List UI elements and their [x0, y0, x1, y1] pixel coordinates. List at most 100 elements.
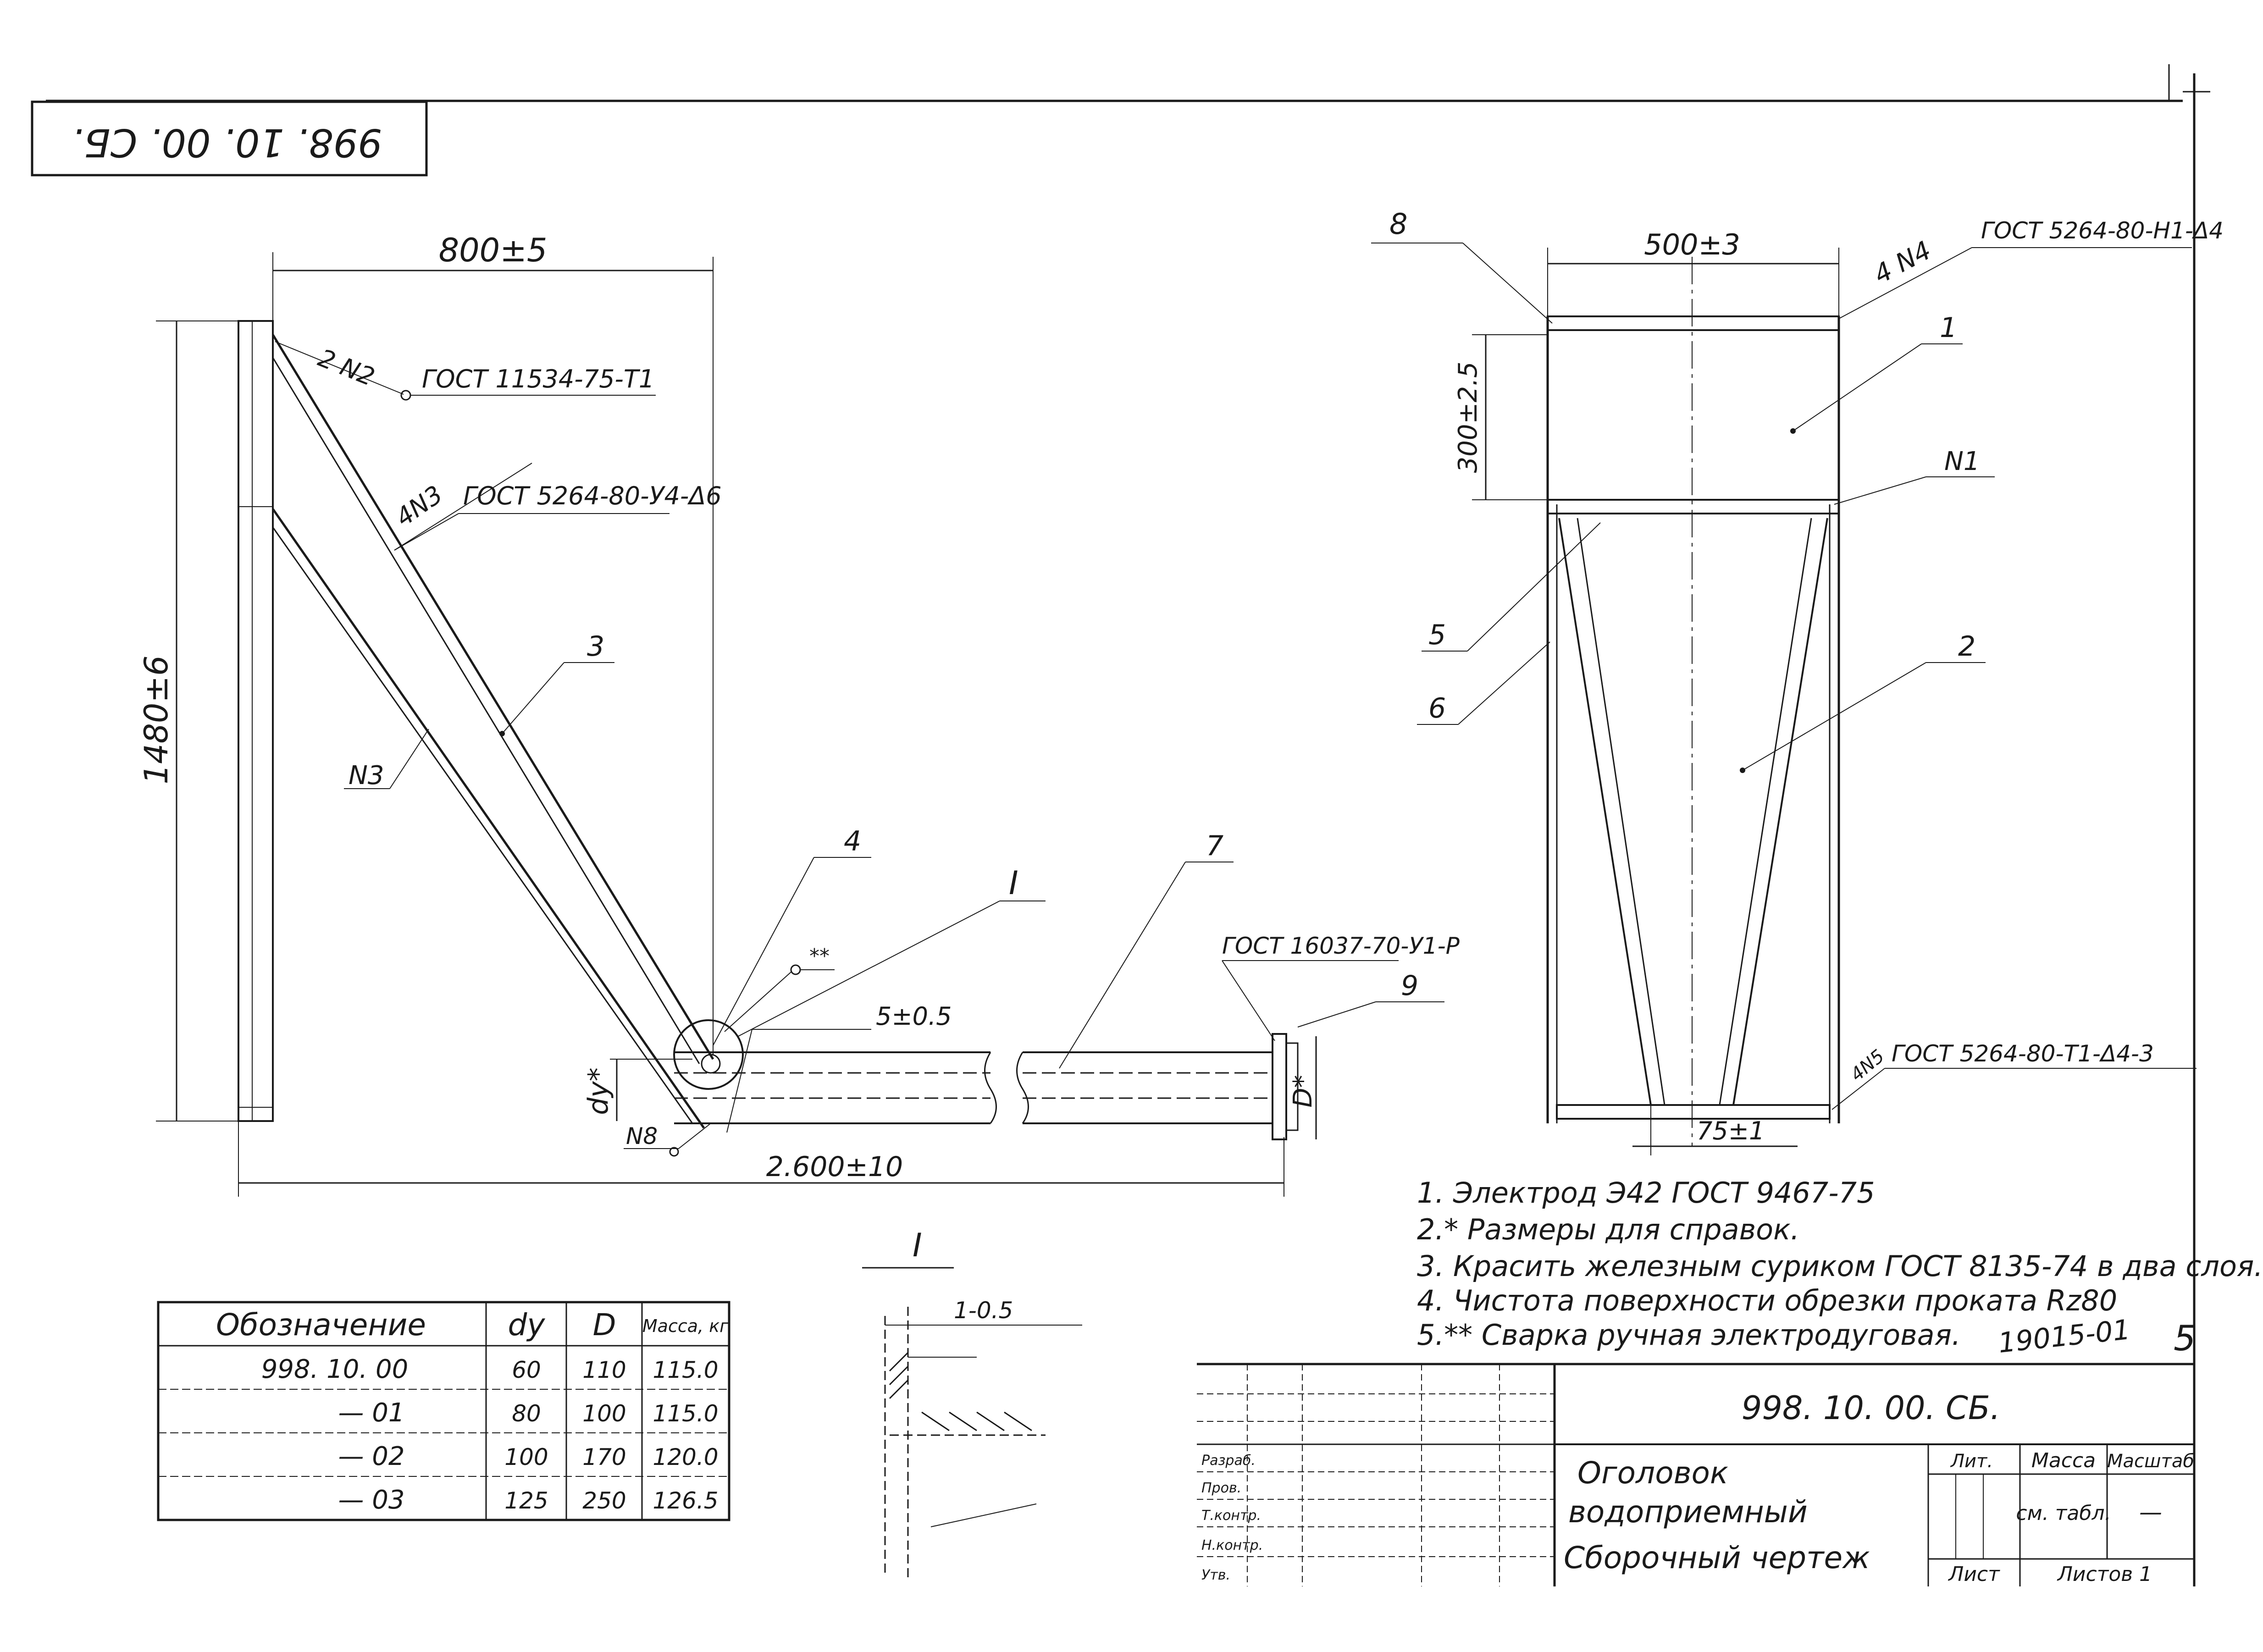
dim-dy-label: dy* — [582, 1067, 614, 1115]
title-line-1: Оголовок — [1577, 1455, 1728, 1491]
vertical-post — [238, 320, 274, 1122]
mass-header: Масса — [2031, 1449, 2096, 1472]
pos2-label: 2 — [1958, 630, 1975, 663]
callout-pos1: 1 — [1790, 312, 1963, 434]
dim-gap: 5±0.5 — [726, 1002, 952, 1133]
gost-n3-label: ГОСТ 5264-80-У4-Δ6 — [463, 481, 722, 510]
pos4-label: 4 — [844, 825, 861, 857]
callout-n2: 2 N2 ГОСТ 11534-75-Т1 — [275, 341, 656, 401]
title-block-code: 998. 10. 00. СБ. — [1742, 1389, 2000, 1427]
callout-pos9: 9 — [1297, 970, 1444, 1028]
note-2: 2.* Размеры для справок. — [1417, 1213, 1800, 1246]
dim-gap-label: 5±0.5 — [876, 1002, 952, 1031]
dim-800: 800±5 — [272, 232, 714, 1055]
table-header-designation: Обозначение — [216, 1307, 426, 1343]
table-cell: — 03 — [338, 1485, 404, 1515]
table-cell: 170 — [582, 1444, 626, 1470]
table-cell: 100 — [504, 1444, 548, 1470]
sheet-label: Лист — [1948, 1563, 2000, 1586]
node-I-circle — [673, 1019, 744, 1090]
pos8-label: 8 — [1389, 207, 1407, 241]
table-cell: 115.0 — [653, 1400, 718, 1427]
callout-4n3: 4N3 ГОСТ 5264-80-У4-Δ6 — [390, 463, 722, 551]
table-header-mass: Масса, кг — [642, 1316, 729, 1336]
dim-800-label: 800±5 — [439, 232, 548, 269]
callout-node-I: I — [738, 864, 1046, 1037]
callout-weld-star: ** — [724, 945, 835, 1032]
callout-pos8: 8 — [1371, 207, 1553, 324]
detail-I: I 1-0.5 — [862, 1227, 1082, 1577]
pos6-label: 6 — [1428, 692, 1446, 724]
sig-role: Пров. — [1201, 1480, 1241, 1496]
dim-300: 300±2.5 — [1453, 334, 1548, 500]
n8-label: N8 — [626, 1123, 658, 1149]
sig-role: Т.контр. — [1201, 1508, 1261, 1524]
table-cell: 126.5 — [653, 1487, 718, 1514]
note-5: 5.** Сварка ручная электродуговая. — [1417, 1318, 1961, 1352]
diagonal-braces — [271, 334, 714, 1129]
rotated-stamp-code: 998. 10. 00. СБ. — [72, 120, 382, 165]
mass-value: см. табл. — [2016, 1502, 2111, 1525]
node-I-label: I — [1009, 864, 1018, 902]
sig-role: Утв. — [1201, 1567, 1230, 1583]
callout-n8: N8 — [624, 1123, 711, 1157]
side-view: 800±5 1480±6 2.600±10 dy* D* — [138, 232, 1460, 1197]
callout-n3: N3 — [344, 729, 429, 790]
table-cell: 125 — [504, 1487, 548, 1514]
table-cell: — 01 — [338, 1398, 404, 1428]
dim-75-label: 75±1 — [1697, 1116, 1765, 1145]
dim-dy: dy* — [582, 1059, 692, 1121]
sig-role: Н.контр. — [1201, 1537, 1263, 1553]
dim-500-label: 500±3 — [1644, 228, 1740, 261]
callout-gost9: ГОСТ 16037-70-У1-Р — [1222, 933, 1460, 1041]
pos3-label: 3 — [587, 630, 604, 663]
dim-D-label: D* — [1288, 1075, 1318, 1107]
scale-value: — — [2139, 1499, 2162, 1525]
dim-1480: 1480±6 — [138, 320, 238, 1122]
detail-I-label: I — [913, 1227, 922, 1264]
table-header-dy: dy — [508, 1307, 546, 1343]
pos9-label: 9 — [1401, 970, 1418, 1002]
callout-4n4: 4 N4 ГОСТ 5264-80-Н1-Δ4 — [1838, 217, 2224, 319]
callout-n1: N1 — [1834, 447, 1995, 505]
variants-table: Обозначение dy D Масса, кг 998. 10. 00 6… — [157, 1301, 730, 1521]
n1-label: N1 — [1944, 447, 1980, 476]
note-3: 3. Красить железным суриком ГОСТ 8135-74… — [1417, 1249, 2263, 1283]
n3-label: N3 — [349, 761, 384, 790]
gost-n2-label: ГОСТ 11534-75-Т1 — [422, 365, 654, 393]
dim-2600: 2.600±10 — [238, 1121, 1284, 1197]
callout-pos3: 3 — [499, 630, 614, 736]
table-cell: 115.0 — [653, 1357, 718, 1383]
dim-300-label: 300±2.5 — [1453, 362, 1483, 473]
note-1: 1. Электрод Э42 ГОСТ 9467-75 — [1417, 1176, 1875, 1210]
page-number: 5 — [2174, 1318, 2196, 1359]
table-cell: 110 — [582, 1357, 626, 1383]
dim-75: 75±1 — [1632, 1105, 1798, 1155]
detail-dim-label: 1-0.5 — [954, 1297, 1013, 1324]
table-cell: 998. 10. 00 — [261, 1354, 409, 1384]
pos7-label: 7 — [1206, 830, 1223, 862]
weld-4n5-label: 4N5 — [1847, 1045, 1888, 1085]
callout-pos5: 5 — [1422, 522, 1601, 652]
table-cell: 250 — [582, 1487, 626, 1514]
dim-500: 500±3 — [1547, 228, 1839, 316]
letter-header: Лит. — [1950, 1451, 1993, 1472]
sheets-label: Листов 1 — [2057, 1563, 2152, 1586]
callout-4n5: 4N5 ГОСТ 5264-80-Т1-Δ4-3 — [1831, 1040, 2197, 1110]
gost-9-label: ГОСТ 16037-70-У1-Р — [1222, 933, 1460, 959]
dim-2600-label: 2.600±10 — [766, 1151, 903, 1183]
title-line-3: Сборочный чертеж — [1564, 1540, 1870, 1575]
rotated-stamp: 998. 10. 00. СБ. — [31, 100, 428, 177]
gost-n5-label: ГОСТ 5264-80-Т1-Δ4-3 — [1892, 1040, 2154, 1067]
front-view: 500±3 300±2.5 75±1 8 4 N4 ГОСТ 5264-80-Н… — [1371, 207, 2224, 1155]
table-cell: 100 — [582, 1400, 626, 1427]
weld-4n4-label: 4 N4 — [1869, 235, 1936, 290]
callout-pos6: 6 — [1417, 641, 1550, 725]
doc-number: 19015-01 — [1997, 1314, 2132, 1359]
pos5-label: 5 — [1428, 619, 1446, 651]
weld-n2-label: 2 N2 — [314, 343, 379, 392]
pos1-label: 1 — [1940, 312, 1957, 344]
dim-D: D* — [1288, 1036, 1318, 1139]
weld-star-label: ** — [809, 945, 830, 968]
